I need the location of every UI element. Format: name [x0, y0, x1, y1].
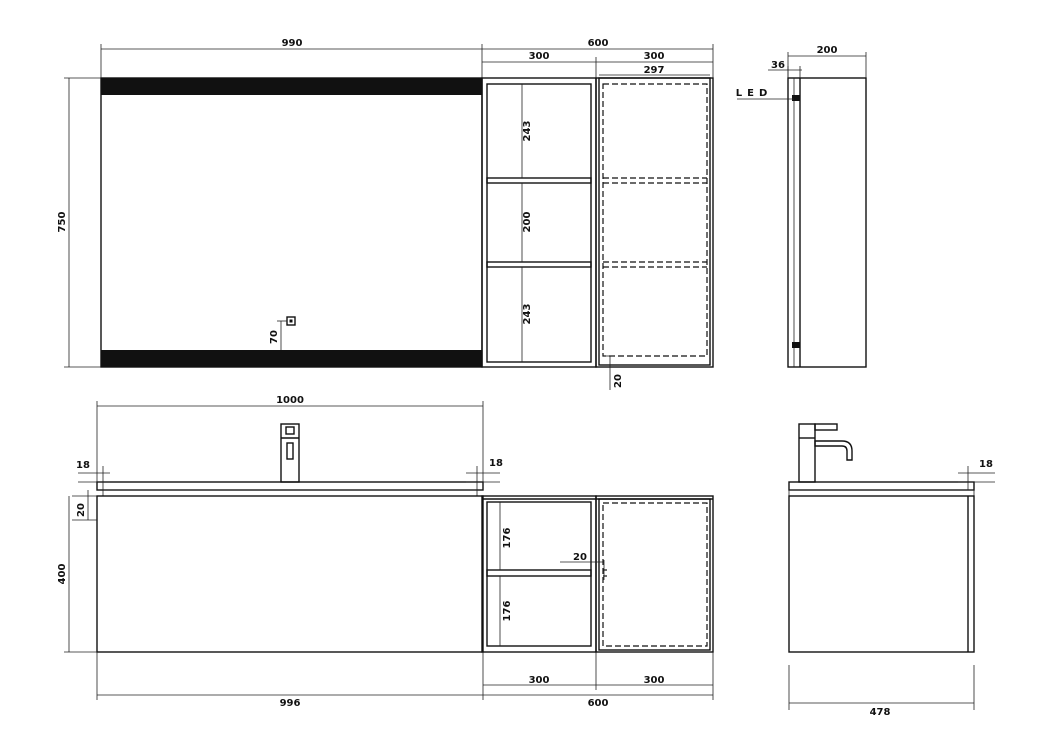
dim-70-label: 70 — [269, 330, 280, 344]
dim-600-bottom-label: 600 — [588, 698, 609, 709]
dim-vanity-top-width: 1000 — [96, 395, 484, 482]
dim-200-depth-label: 200 — [817, 45, 838, 56]
led-callout: LED — [736, 88, 794, 100]
dim-400-label: 400 — [57, 564, 68, 585]
dim-sensor-offset: 70 — [269, 320, 287, 350]
dim-side-vanity-depth: 478 — [788, 665, 975, 718]
vanity-open-shelf-module — [481, 495, 713, 653]
dim-996-label: 996 — [280, 698, 301, 709]
vanity-drawer — [96, 495, 484, 653]
mirror-cabinet-side-view: 200 36 LED — [736, 45, 867, 368]
dim-200-label: 200 — [522, 212, 533, 233]
dim-18-right-label: 18 — [489, 458, 503, 469]
dim-300-open-label: 300 — [529, 51, 550, 62]
dim-300-door-bottom-label: 300 — [644, 675, 665, 686]
dim-300-open-bottom-label: 300 — [529, 675, 550, 686]
vanity-countertop — [96, 481, 484, 491]
faucet-front — [280, 423, 300, 483]
dim-vanity-shelves: 176 176 20 — [499, 502, 605, 646]
dim-1000-label: 1000 — [276, 395, 304, 406]
dim-side-countertop: 18 — [958, 459, 995, 490]
dim-750-label: 750 — [57, 212, 68, 233]
dim-countertop-right: 18 — [466, 458, 503, 490]
dim-176-bottom-label: 176 — [502, 601, 513, 622]
dim-18-left-label: 18 — [76, 460, 90, 471]
dim-20-gap-label: 20 — [613, 374, 624, 388]
dim-vanity-height: 400 — [57, 496, 97, 653]
open-shelf-module — [481, 77, 597, 368]
door-module — [595, 77, 714, 368]
dim-243-top-label: 243 — [522, 121, 533, 142]
led-label: LED — [736, 88, 773, 99]
dim-300-door-label: 300 — [644, 51, 665, 62]
dim-600-label: 600 — [588, 38, 609, 49]
dim-vanity-bottom: 996 300 300 600 — [96, 652, 714, 709]
touch-sensor-dot — [289, 319, 293, 323]
faucet-side — [798, 423, 853, 483]
side-countertop — [788, 481, 975, 491]
vanity-door-module — [595, 495, 714, 653]
mirror-bottom-led-strip — [101, 350, 482, 367]
vanity-side-view: 18 478 — [788, 423, 995, 718]
side-cabinet-body — [788, 495, 975, 653]
led-block-top — [792, 95, 800, 101]
dim-20-top-label: 20 — [76, 503, 87, 517]
mirror-cabinet-front-view: 990 600 300 300 297 750 70 — [57, 38, 714, 390]
led-block-bottom — [792, 342, 800, 348]
dim-countertop-left: 18 — [76, 460, 110, 490]
dim-36-label: 36 — [771, 60, 785, 71]
dim-vanity-top-gap: 20 — [72, 490, 97, 521]
dim-176-top-label: 176 — [502, 528, 513, 549]
dim-compartments: 243 200 243 — [521, 84, 533, 362]
mirror-top-led-strip — [101, 78, 482, 95]
dim-297-label: 297 — [644, 65, 665, 76]
dim-bottom-gap: 20 — [603, 355, 624, 390]
dim-mirror-height: 750 — [57, 77, 101, 368]
dim-20-shelf-label: 20 — [573, 552, 587, 563]
vanity-front-view: 1000 18 18 20 400 — [57, 395, 714, 709]
dim-243-bottom-label: 243 — [522, 304, 533, 325]
dim-478-label: 478 — [870, 707, 891, 718]
dim-shelf-section: 600 300 300 297 — [482, 38, 714, 78]
dim-18-side-label: 18 — [979, 459, 993, 470]
dim-mirror-width: 990 — [100, 38, 483, 78]
dim-990-label: 990 — [282, 38, 303, 49]
dim-led-depth: 36 — [768, 60, 802, 78]
